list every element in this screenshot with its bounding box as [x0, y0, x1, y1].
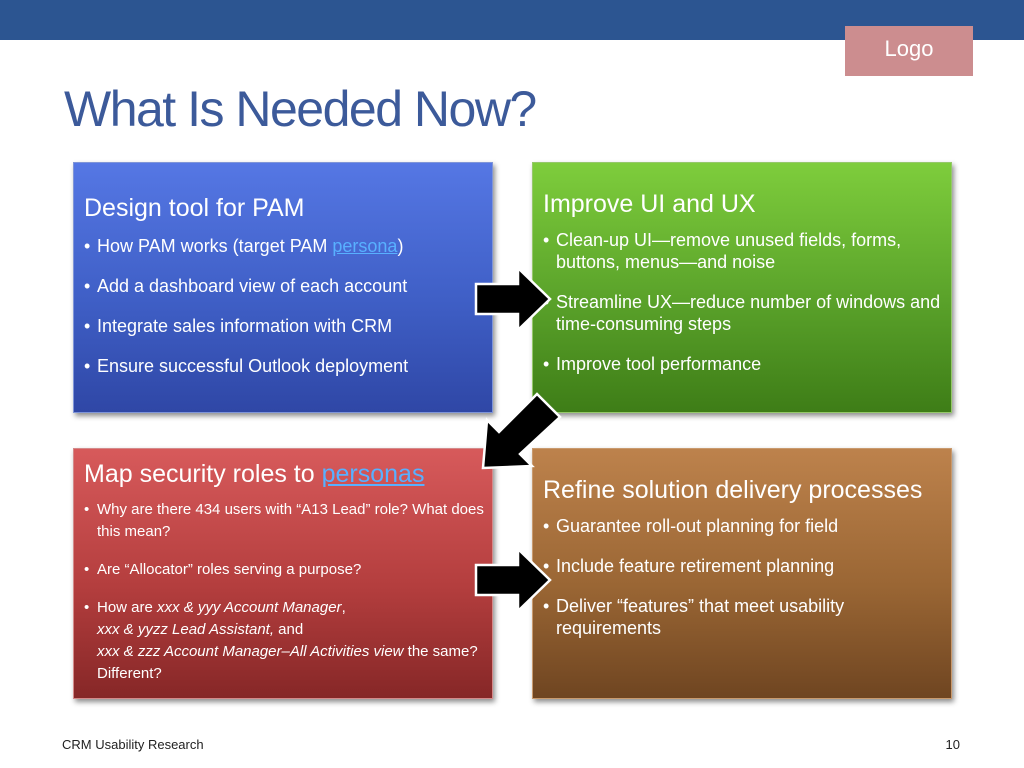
personas-link[interactable]: personas: [321, 460, 425, 488]
item-sep: ,: [341, 599, 346, 616]
page-number: 10: [945, 737, 960, 752]
list-item: Integrate sales information with CRM: [84, 315, 484, 337]
list-item: How are xxx & yyy Account Manager, xxx & …: [84, 597, 484, 685]
role-name: xxx & zzz Account Manager–All Activities…: [97, 643, 404, 660]
improve-ui-list: Clean-up UI—remove unused fields, forms,…: [543, 229, 943, 375]
list-item: How PAM works (target PAM persona): [84, 235, 484, 257]
improve-ui-title: Improve UI and UX: [543, 190, 756, 218]
arrow-down-left-icon: [481, 392, 562, 470]
refine-delivery-list: Guarantee roll-out planning for field In…: [543, 515, 943, 639]
arrow-right-icon: [474, 266, 552, 332]
role-name: xxx & yyy Account Manager: [157, 599, 342, 616]
list-item: Improve tool performance: [543, 353, 943, 375]
footer-text: CRM Usability Research: [62, 737, 204, 752]
design-tool-box: Design tool for PAM How PAM works (targe…: [73, 162, 493, 413]
role-name: xxx & yyzz Lead Assistant,: [97, 621, 275, 638]
list-item: Why are there 434 users with “A13 Lead” …: [84, 499, 484, 543]
list-item: Include feature retirement planning: [543, 555, 943, 577]
arrow-right-icon: [474, 547, 552, 613]
improve-ui-box: Improve UI and UX Clean-up UI—remove unu…: [532, 162, 952, 413]
list-item: Streamline UX—reduce number of windows a…: [543, 291, 943, 335]
list-item: Guarantee roll-out planning for field: [543, 515, 943, 537]
map-security-list: Why are there 434 users with “A13 Lead” …: [84, 499, 484, 685]
list-item: Deliver “features” that meet usability r…: [543, 595, 943, 639]
list-item: Clean-up UI—remove unused fields, forms,…: [543, 229, 943, 273]
refine-delivery-box: Refine solution delivery processes Guara…: [532, 448, 952, 699]
design-tool-title: Design tool for PAM: [84, 194, 305, 222]
list-item: Add a dashboard view of each account: [84, 275, 484, 297]
item-suffix: the same? Different?: [97, 643, 478, 682]
list-item: Ensure successful Outlook deployment: [84, 355, 484, 377]
persona-link[interactable]: persona: [332, 236, 398, 256]
list-item-suffix: ): [397, 236, 404, 256]
map-security-title: Map security roles to personas: [84, 459, 484, 489]
refine-delivery-title: Refine solution delivery processes: [543, 476, 923, 504]
logo-placeholder: Logo: [845, 26, 973, 76]
map-security-title-text: Map security roles to: [84, 460, 322, 488]
list-item: Are “Allocator” roles serving a purpose?: [84, 559, 484, 581]
item-sep: and: [274, 621, 304, 638]
map-security-box: Map security roles to personas Why are t…: [73, 448, 493, 699]
item-prefix: How are: [97, 599, 158, 616]
list-item-text: How PAM works (target PAM: [97, 236, 333, 256]
slide-title: What Is Needed Now?: [64, 81, 537, 137]
design-tool-list: How PAM works (target PAM persona) Add a…: [84, 235, 484, 377]
